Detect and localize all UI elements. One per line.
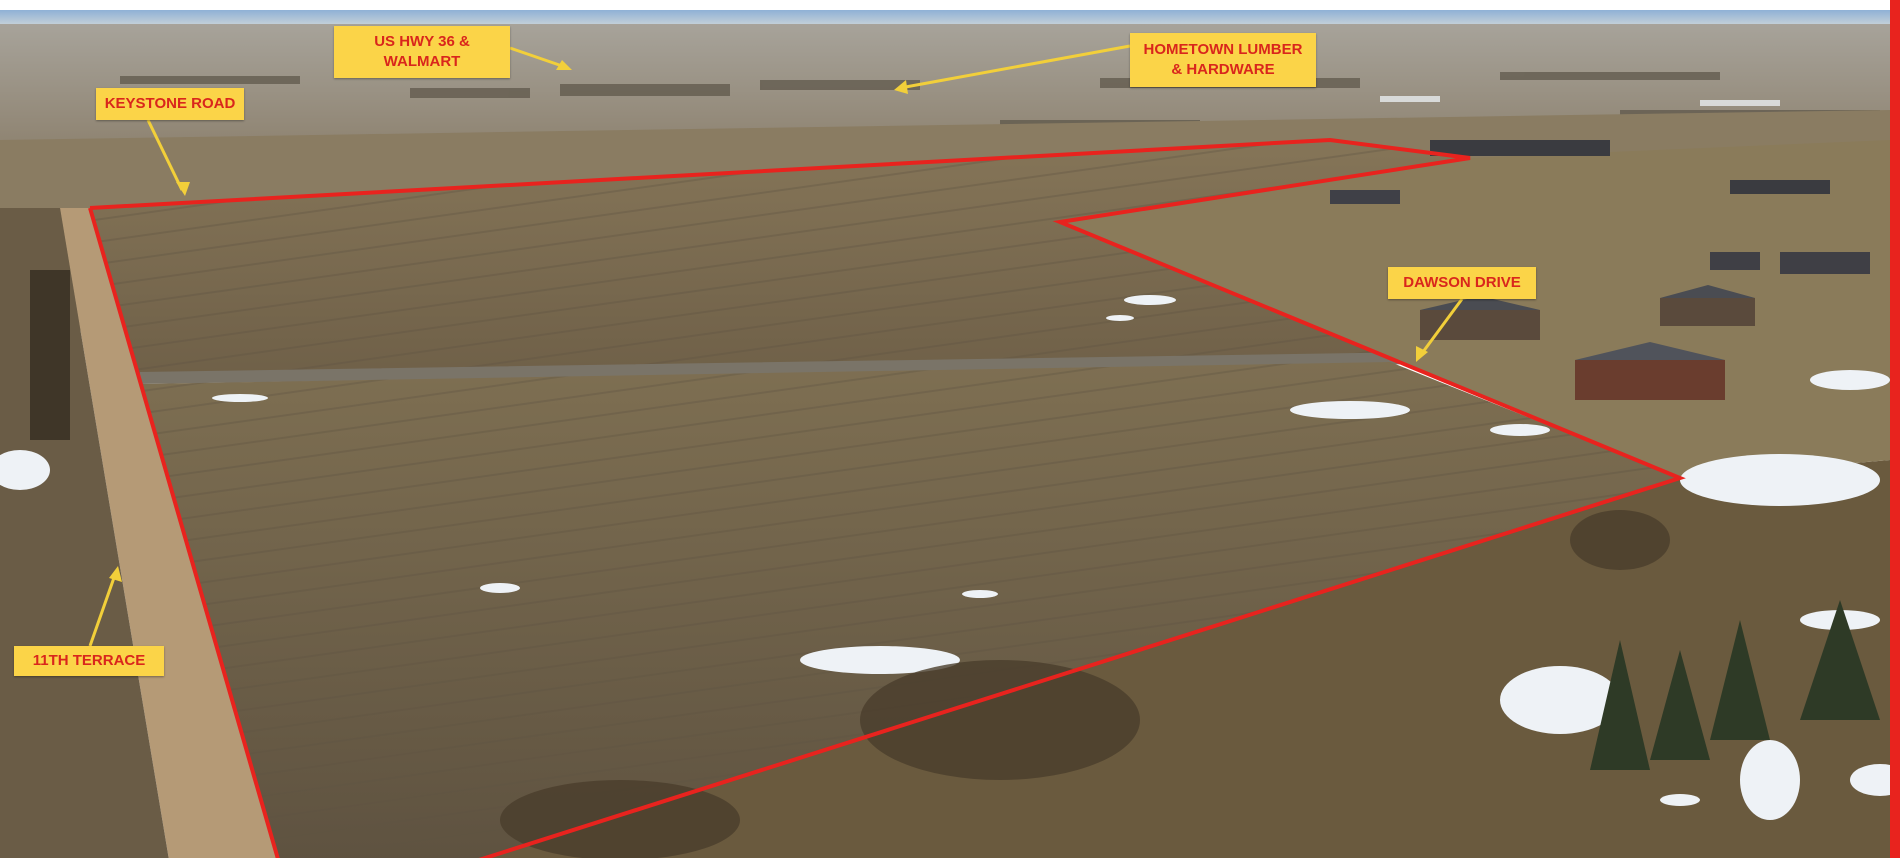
hometown-lumber-label: HOMETOWN LUMBER & HARDWARE bbox=[1130, 33, 1316, 87]
us-hwy-36-walmart-label: US HWY 36 & WALMART bbox=[334, 26, 510, 78]
keystone-road-label: KEYSTONE ROAD bbox=[96, 88, 244, 120]
eleventh-terrace-label: 11TH TERRACE bbox=[14, 646, 164, 676]
dawson-drive-label: DAWSON DRIVE bbox=[1388, 267, 1536, 299]
property-boundary bbox=[89, 137, 1686, 866]
property-boundary-west bbox=[88, 207, 282, 866]
